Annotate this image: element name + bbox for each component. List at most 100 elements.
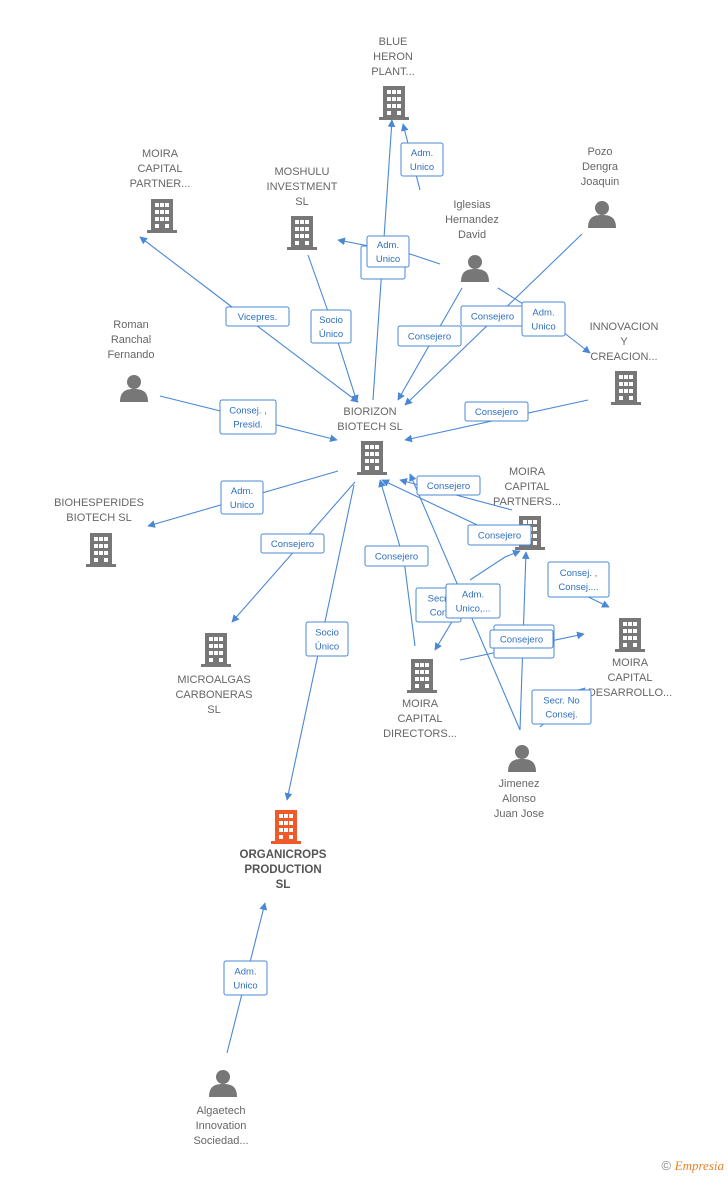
edge-label-line: Unico [376,254,400,265]
node-label-line: Roman [113,319,148,331]
node-label-line: CARBONERAS [175,689,252,701]
node-label-line: PARTNER... [130,178,191,190]
node-label-line: Algaetech [197,1105,246,1117]
edge-label-consejero-innov[interactable]: Consejero [464,401,529,422]
edge-label-consejero-jimenez-mcp[interactable]: Consejero [467,524,532,546]
edge-label-line: Adm. [411,148,433,159]
edge-label-adm-unico-blue[interactable]: Adm. Unico [400,142,444,177]
edge-label-text: Vicepres. [238,312,277,323]
node-label-line: SL [295,196,308,208]
edge-label-vicepres[interactable]: Vicepres. [225,306,290,327]
edge-label-line: Socio [315,628,339,639]
node-label: BIOHESPERIDES BIOTECH SL [54,497,144,524]
edge-label-adm-unico-innov[interactable]: Adm.Unico [521,301,566,337]
edge-label-consejero-micro[interactable]: Consejero [260,533,325,554]
node-label-line: PLANT... [371,66,414,78]
node-label-line: MOIRA [402,698,439,710]
relationship-line-14 [284,484,355,801]
node-label-line: CREACION... [590,351,657,363]
node-label-line: HERON [373,51,413,63]
node-label-line: ORGANICROPS [240,849,327,861]
edge-label-box [521,301,566,337]
edge-label-adm-unico-biohesp[interactable]: Adm.Unico [220,480,264,515]
person-icon [120,375,148,402]
edge-label-line: Presid. [233,420,263,431]
edge-label-consejero-pozo[interactable]: Consejero [460,305,525,327]
node-label-line: INNOVACION [590,321,659,333]
edge-label-consejero-mcp[interactable]: Consejero [416,475,481,496]
edge-label-consejero-desarrollo[interactable]: Consejero [489,629,554,649]
edge-label-box [464,401,529,422]
edge-label-text: Consejero [427,481,470,492]
edge-label-line: Unico [410,162,434,173]
edge-label-box [219,399,277,435]
edge-label-line: Consejero [478,531,521,542]
edge-label-adm-unico-dots[interactable]: Adm.Unico,... [445,583,501,619]
edge-label-consej-presid[interactable]: Consej. ,Presid. [219,399,277,435]
node-label-line: CAPITAL [397,713,442,725]
edge-label-box [220,480,264,515]
edge-label-consejero-iglesias[interactable]: Consejero [397,325,462,347]
node-label-line: SL [276,879,291,891]
edge-label-consej-consej[interactable]: Consej. ,Consej.... [547,561,610,598]
edge-label-line: Único [319,329,343,340]
edge-label-adm-unico-algae[interactable]: Adm.Unico [223,960,268,996]
node-label-line: Juan Jose [494,808,544,820]
edge-label-line: Socio [319,315,343,326]
edge-label-line: Secr. [428,594,450,605]
edge-label-text: Consejero [375,552,418,563]
edge-label-line: Adm. [377,240,399,251]
building-icon [611,371,641,405]
node-label-line: BIOHESPERIDES [54,497,144,509]
edge-label-box [416,475,481,496]
node-label-line: Innovation [196,1120,247,1132]
edge-label-text: Adm. Unico [410,148,434,173]
person-icon [461,255,489,282]
node-label-line: BIOTECH SL [66,512,131,524]
edge-label-box [400,142,444,177]
edge-label-text: Consej. ,Consej.... [558,568,598,593]
edge-label-box [445,583,501,619]
edge-label-line: Adm. [532,308,554,319]
edge-label-text: Consejero [475,407,518,418]
relationship-line-5 [337,237,441,265]
node-label-line: CAPITAL [504,481,549,493]
edge-label-box [310,309,352,344]
copyright-symbol: © [661,1158,672,1173]
building-icon [86,533,116,567]
person-icon [588,201,616,228]
building-icon [287,216,317,250]
node-biohesperides[interactable]: BIOHESPERIDES BIOTECH SL [54,497,144,567]
edge-label-line: Consej. [545,710,577,721]
building-icon [379,86,409,120]
edge-label-adm-unico-moshulu[interactable]: Adm. Unico [366,235,410,268]
edge-label-text: Secr.Con [428,594,450,619]
edge-label-consejero-directors[interactable]: Consejero [364,545,429,567]
footer-brand: © Empresia [661,1158,724,1174]
